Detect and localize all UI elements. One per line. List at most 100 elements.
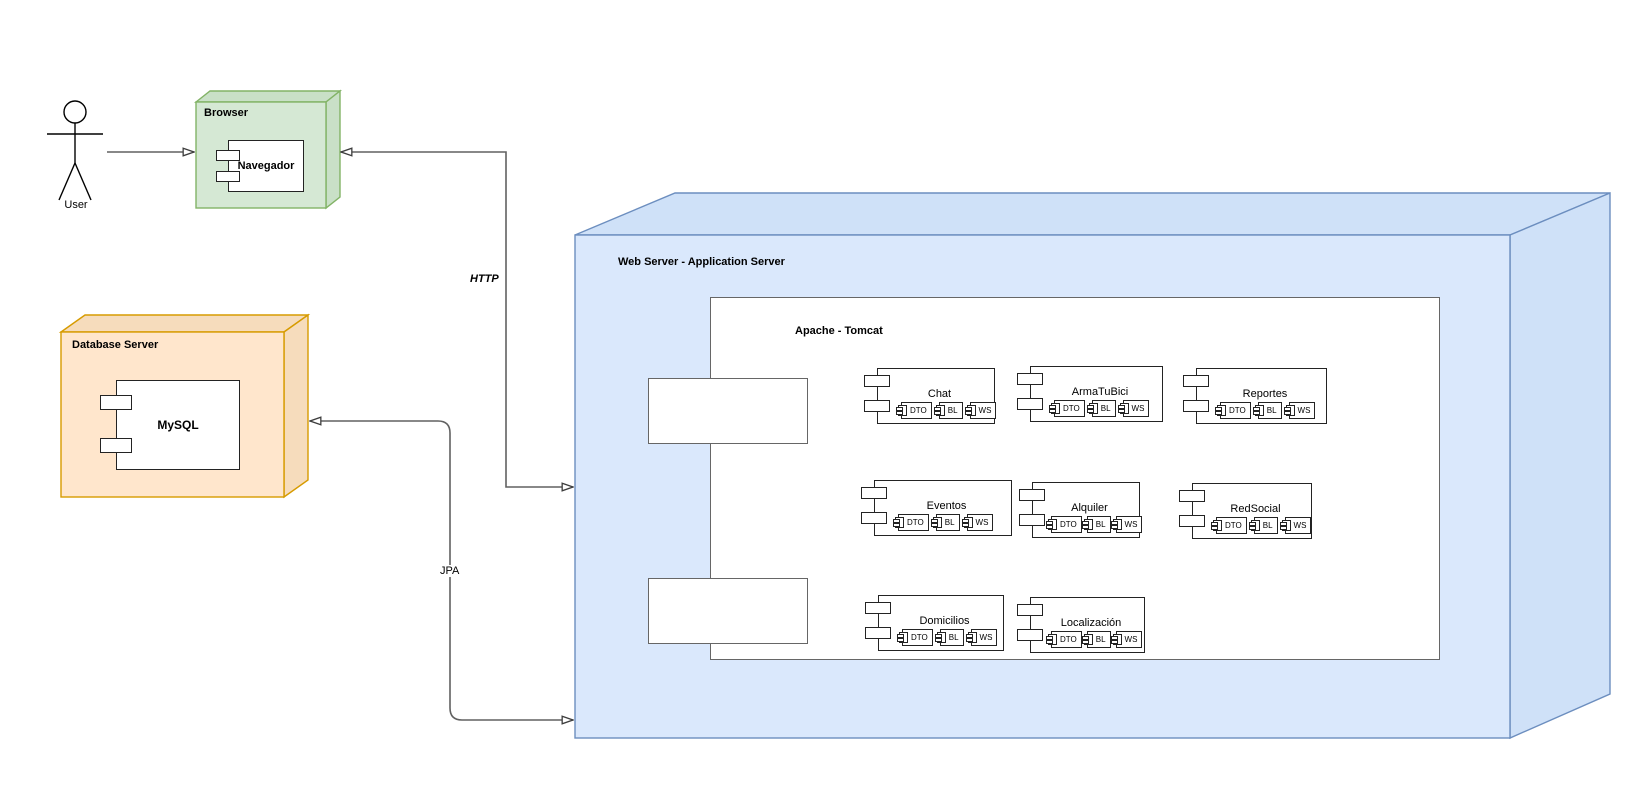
subcomponent-label: DTO xyxy=(1225,521,1242,530)
component-armatubici[interactable]: ArmaTuBici DTO BL WS xyxy=(1017,366,1163,422)
subcomponent-label: DTO xyxy=(907,518,924,527)
component-tab xyxy=(864,400,890,412)
subcomponent-bl[interactable]: BL xyxy=(934,629,964,646)
component-icon xyxy=(930,517,942,528)
component-icon xyxy=(1110,634,1122,645)
component-chat[interactable]: Chat DTO BL WS xyxy=(864,368,997,424)
subcomponent-label: WS xyxy=(1124,635,1138,644)
component-icon xyxy=(893,517,904,528)
component-localizacion[interactable]: Localización DTO BL WS xyxy=(1017,597,1145,653)
component-title: Eventos xyxy=(926,500,967,512)
database-node-label: Database Server xyxy=(72,339,159,351)
component-title: ArmaTuBici xyxy=(1071,386,1129,398)
edge-http[interactable] xyxy=(341,152,573,487)
subcomponent-ws[interactable]: WS xyxy=(1117,400,1150,417)
subcomponent-label: BL xyxy=(947,406,958,415)
component-icon xyxy=(1110,519,1122,530)
component-icon xyxy=(1252,405,1264,416)
subcomponent-bl[interactable]: BL xyxy=(1086,400,1116,417)
component-icon xyxy=(933,405,945,416)
component-icon xyxy=(1081,634,1093,645)
subcomponent-ws[interactable]: WS xyxy=(1279,517,1312,534)
component-tab xyxy=(1017,629,1043,641)
component-navegador[interactable]: Navegador xyxy=(216,140,304,192)
subcomponent-dto[interactable]: DTO xyxy=(896,402,932,419)
component-tab xyxy=(1179,515,1205,527)
component-title: Reportes xyxy=(1242,388,1288,400)
subcomponent-label: DTO xyxy=(911,633,928,642)
edge-label-jpa: JPA xyxy=(438,565,462,577)
subcomponent-dto[interactable]: DTO xyxy=(1211,517,1247,534)
component-tab xyxy=(861,487,887,499)
subcomponent-bl[interactable]: BL xyxy=(930,514,960,531)
subcomponent-dto[interactable]: DTO xyxy=(893,514,929,531)
component-title: Localización xyxy=(1060,617,1122,629)
subcomponent-dto[interactable]: DTO xyxy=(897,629,933,646)
component-reportes[interactable]: Reportes DTO BL WS xyxy=(1183,368,1327,424)
component-icon xyxy=(1086,403,1098,414)
empty-box-bottom[interactable] xyxy=(648,578,808,644)
component-title: Domicilios xyxy=(919,615,970,627)
component-tab xyxy=(216,171,240,182)
subcomponent-ws[interactable]: WS xyxy=(964,402,997,419)
component-title: RedSocial xyxy=(1230,503,1281,515)
component-tab xyxy=(1019,514,1045,526)
component-tab xyxy=(1017,398,1043,410)
component-icon xyxy=(934,632,946,643)
webserver-node-label: Web Server - Application Server xyxy=(618,256,785,268)
subcomponent-dto[interactable]: DTO xyxy=(1046,631,1082,648)
edge-label-http: HTTP xyxy=(468,273,501,285)
component-icon xyxy=(1081,519,1093,530)
component-title: Navegador xyxy=(237,160,295,172)
subcomponent-dto[interactable]: DTO xyxy=(1046,516,1082,533)
subcomponent-bl[interactable]: BL xyxy=(933,402,963,419)
component-tab xyxy=(1019,489,1045,501)
subcomponent-bl[interactable]: BL xyxy=(1081,631,1111,648)
subcomponent-dto[interactable]: DTO xyxy=(1049,400,1085,417)
component-redsocial[interactable]: RedSocial DTO BL WS xyxy=(1179,483,1312,539)
empty-box-top[interactable] xyxy=(648,378,808,444)
subcomponent-ws[interactable]: WS xyxy=(961,514,994,531)
subcomponent-bl[interactable]: BL xyxy=(1248,517,1278,534)
component-title: Alquiler xyxy=(1071,502,1108,514)
browser-node-label: Browser xyxy=(204,107,249,119)
subcomponent-label: BL xyxy=(948,633,959,642)
component-tab xyxy=(1179,490,1205,502)
subcomponent-label: WS xyxy=(979,633,993,642)
component-eventos[interactable]: Eventos DTO BL WS xyxy=(861,480,1012,536)
component-domicilios[interactable]: Domicilios DTO BL WS xyxy=(865,595,1004,651)
subcomponent-bl[interactable]: BL xyxy=(1252,402,1282,419)
subcomponent-ws[interactable]: WS xyxy=(1110,631,1143,648)
subcomponent-label: BL xyxy=(1095,635,1106,644)
component-tab xyxy=(100,395,132,410)
subcomponent-label: DTO xyxy=(1060,520,1077,529)
subcomponent-ws[interactable]: WS xyxy=(1110,516,1143,533)
component-tab xyxy=(865,627,891,639)
component-icon xyxy=(961,517,973,528)
component-alquiler[interactable]: Alquiler DTO BL WS xyxy=(1019,482,1143,538)
subcomponent-label: BL xyxy=(1100,404,1111,413)
subcomponent-label: WS xyxy=(978,406,992,415)
component-tab xyxy=(861,512,887,524)
component-icon xyxy=(1215,405,1226,416)
actor-user[interactable] xyxy=(47,100,103,201)
subcomponent-label: WS xyxy=(1297,406,1311,415)
component-tab xyxy=(100,438,132,453)
component-tab xyxy=(1183,375,1209,387)
subcomponent-label: DTO xyxy=(1060,635,1077,644)
subcomponent-dto[interactable]: DTO xyxy=(1215,402,1251,419)
subcomponent-label: WS xyxy=(975,518,989,527)
component-tab xyxy=(1017,373,1043,385)
subcomponent-ws[interactable]: WS xyxy=(965,629,998,646)
component-tab xyxy=(865,602,891,614)
component-tab xyxy=(216,150,240,161)
subcomponent-label: DTO xyxy=(1229,406,1246,415)
actor-label: User xyxy=(64,199,88,211)
component-icon xyxy=(1117,403,1129,414)
component-mysql[interactable]: MySQL xyxy=(100,380,240,470)
subcomponent-label: DTO xyxy=(1063,404,1080,413)
subcomponent-bl[interactable]: BL xyxy=(1081,516,1111,533)
subcomponent-ws[interactable]: WS xyxy=(1283,402,1316,419)
component-tab xyxy=(864,375,890,387)
